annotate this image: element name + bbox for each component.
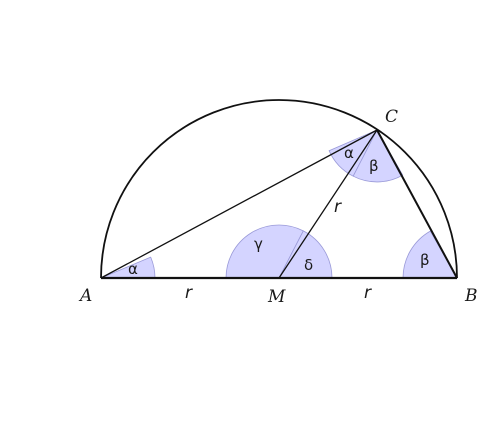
angle-label-alpha-at-a: α <box>128 260 138 278</box>
angle-label-beta-at-b: β <box>420 251 430 269</box>
point-label-m: M <box>267 287 286 307</box>
angle-label-delta: δ <box>304 256 313 274</box>
angle-label-gamma: γ <box>254 235 263 253</box>
point-label-b: B <box>464 286 478 306</box>
angle-label-beta-at-c: β <box>369 157 379 175</box>
segment-mc <box>278 129 378 279</box>
point-label-a: A <box>78 286 92 306</box>
angle-label-alpha-at-c: α <box>344 144 354 162</box>
angle-sector-gamma <box>225 224 304 279</box>
length-label-am: r <box>185 283 193 303</box>
length-label-mb: r <box>364 283 372 303</box>
point-label-c: C <box>385 107 398 127</box>
semicircle-arc <box>100 99 458 279</box>
angle-sector-delta <box>278 230 333 279</box>
length-label-mc: r <box>334 197 342 217</box>
angle-sector-beta-at-b <box>402 230 458 279</box>
segment-bc <box>376 129 458 279</box>
segment-ac <box>100 129 378 279</box>
